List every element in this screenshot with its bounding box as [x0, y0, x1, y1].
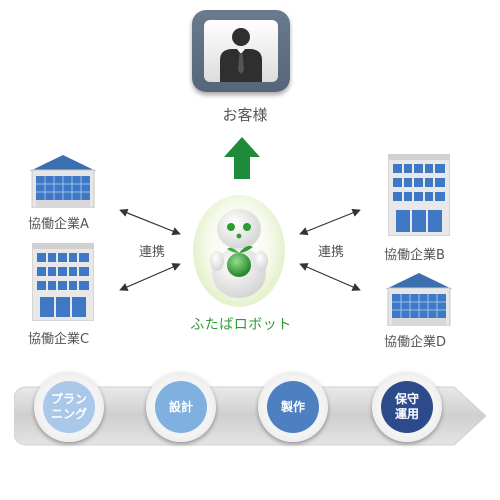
- link-arrow-b: [299, 208, 361, 236]
- company-b-label: 協働企業B: [384, 248, 445, 263]
- step-production-label: 製作: [280, 399, 305, 414]
- link-arrow-d: [299, 263, 361, 291]
- company-d-label: 協働企業D: [384, 335, 447, 350]
- link-label-right: 連携: [318, 245, 345, 260]
- step-production-badge: 製作: [267, 381, 319, 433]
- office-building-icon: [32, 243, 94, 321]
- step-maintenance-badge: 保守 運用: [381, 381, 433, 433]
- step-maintenance-label: 保守 運用: [394, 392, 419, 421]
- robot-mascot-icon: [210, 209, 268, 298]
- step-planning-label: プラン ニング: [50, 392, 87, 421]
- link-label-left: 連携: [139, 245, 166, 260]
- link-arrow-a: [119, 208, 181, 236]
- factory-building-icon: [386, 273, 452, 326]
- step-design-label: 設計: [168, 399, 193, 414]
- up-arrow-icon: [224, 137, 260, 179]
- robot-label: ふたばロボット: [190, 317, 292, 333]
- factory-building-icon: [30, 155, 96, 208]
- company-a-label: 協働企業A: [28, 217, 89, 232]
- step-production: 製作: [258, 372, 328, 442]
- customer-label: お客様: [222, 106, 268, 124]
- step-design: 設計: [146, 372, 216, 442]
- step-planning: プラン ニング: [34, 372, 104, 442]
- link-arrow-c: [119, 263, 181, 291]
- company-c-label: 協働企業C: [28, 332, 90, 347]
- step-design-badge: 設計: [155, 381, 207, 433]
- process-flow-arrow: [14, 386, 486, 446]
- businessman-icon: [220, 28, 262, 82]
- customer-card: [192, 10, 290, 92]
- step-maintenance: 保守 運用: [372, 372, 442, 442]
- office-building-icon: [388, 154, 450, 236]
- step-planning-badge: プラン ニング: [43, 381, 95, 433]
